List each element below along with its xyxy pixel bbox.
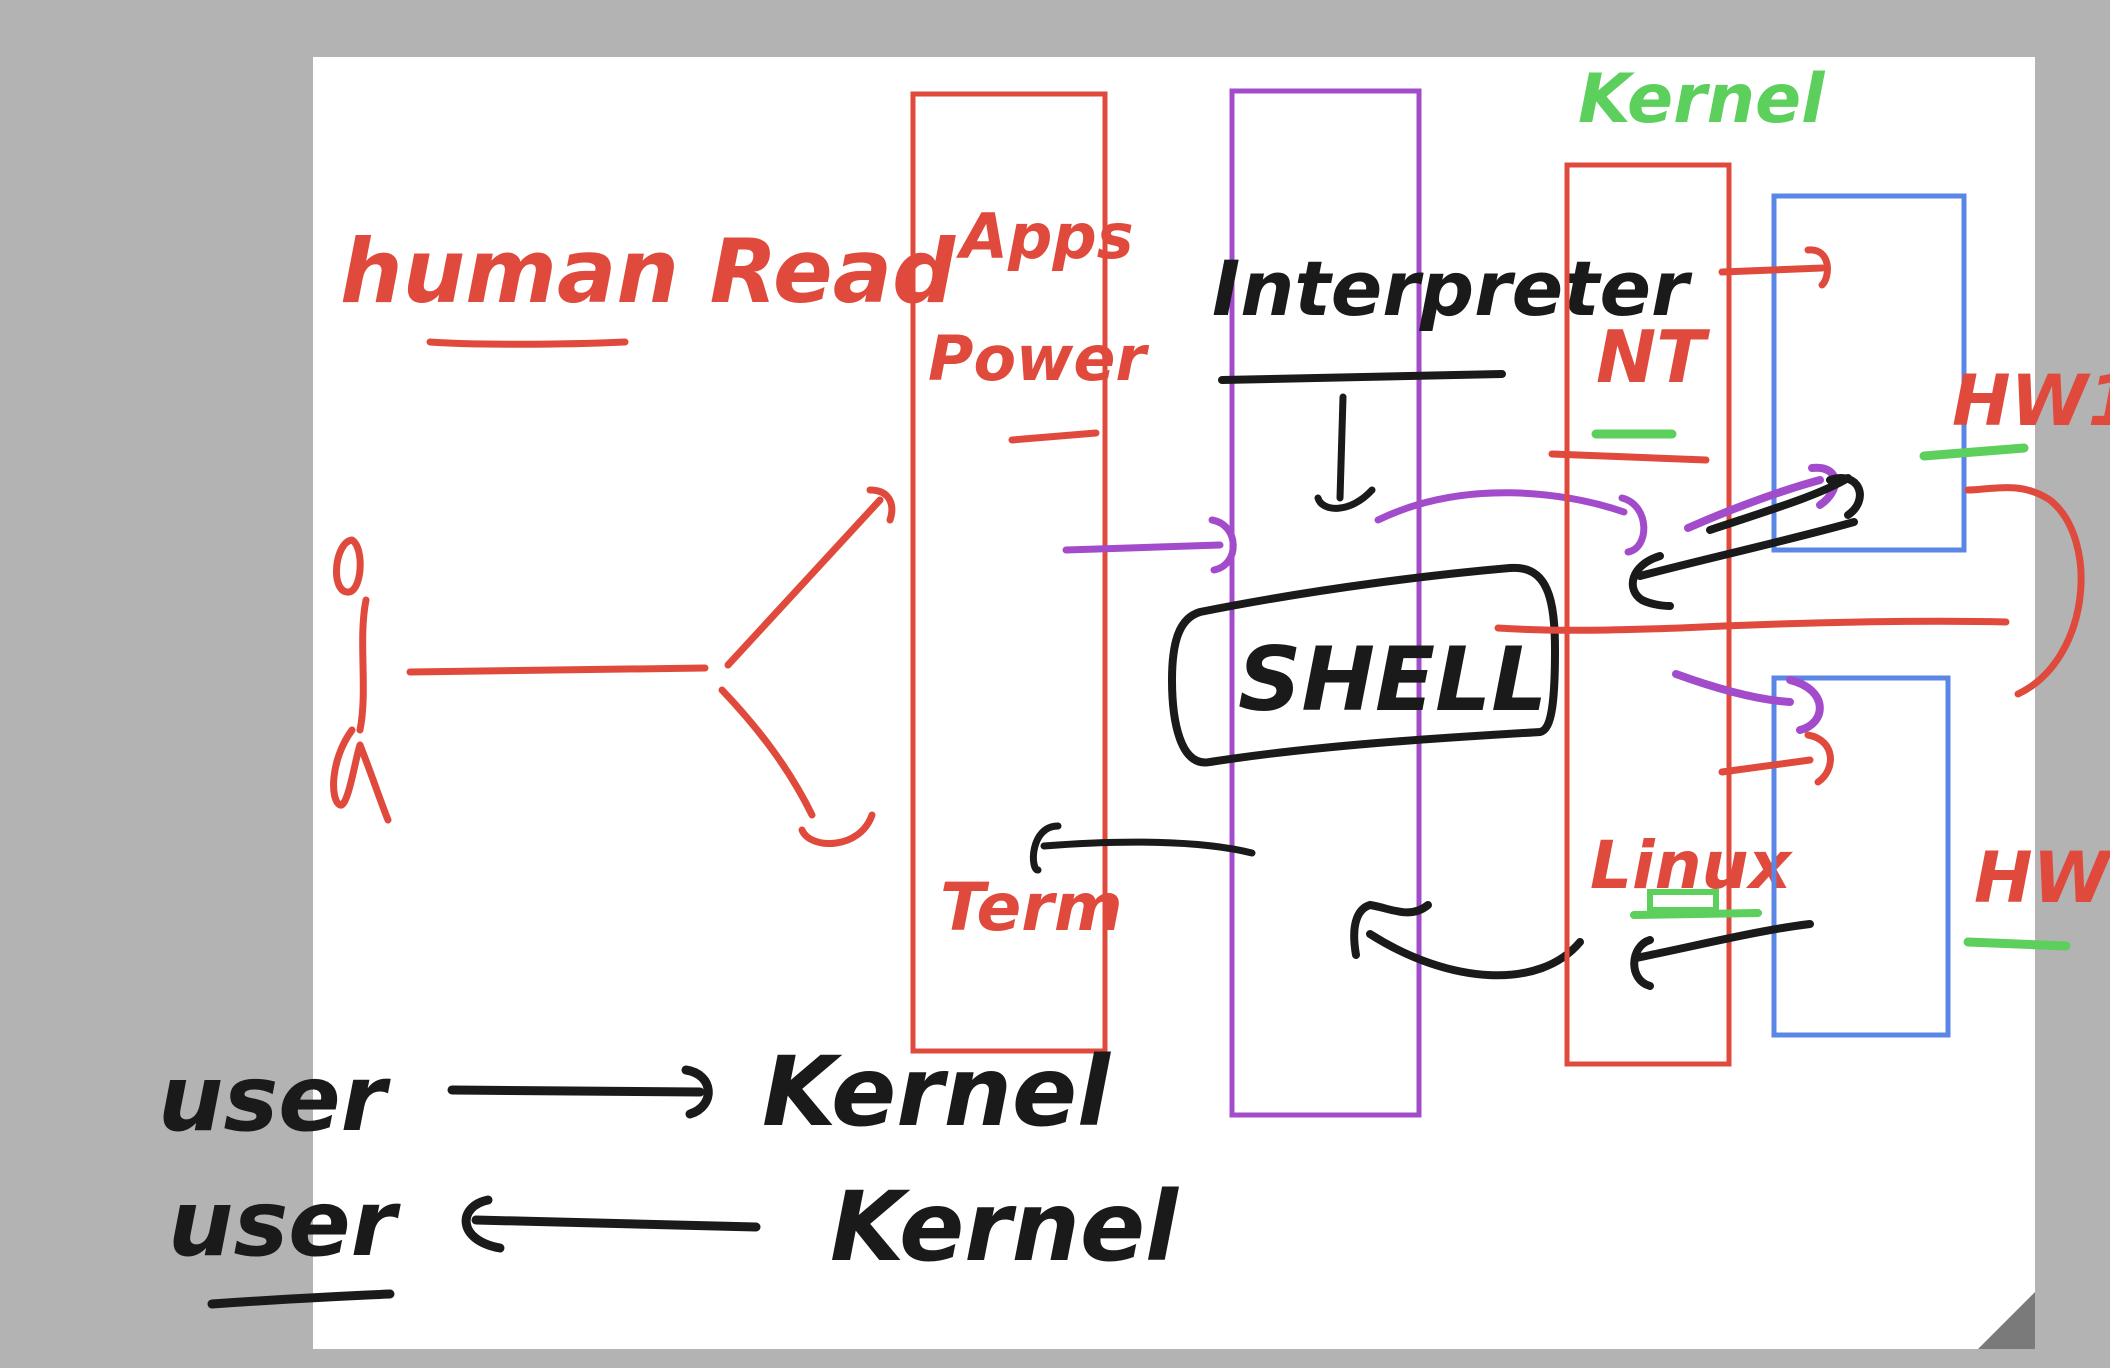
legend-right-arrow	[447, 1065, 713, 1119]
stick-figure	[330, 536, 392, 824]
hw1-to-nt-black-arrow	[1628, 474, 1864, 610]
kernel-to-hw2-purple-arrow	[1672, 670, 1824, 734]
nt-red-underline	[1548, 450, 1710, 464]
shell-to-term-arrow	[1029, 822, 1256, 874]
nt-to-hw1-arrow	[1718, 246, 1831, 289]
apps-column-box	[910, 91, 1108, 1054]
interpreter-label: Interpreter	[1212, 244, 1693, 333]
term-label: Term	[940, 869, 1123, 946]
power-underline	[1008, 429, 1100, 444]
legend-kernel-2: Kernel	[830, 1171, 1179, 1283]
hw1-label: HW1	[1952, 360, 2110, 442]
apps-label: Apps	[955, 200, 1134, 273]
legend-user-1: user	[158, 1045, 392, 1152]
shell-box	[1168, 563, 1559, 767]
kernel-to-shell-arrow	[1350, 900, 1584, 980]
hw1-green-underline	[1919, 443, 2029, 461]
kernel-to-hw2-red-arrow	[1718, 731, 1834, 786]
interpreter-underline	[1218, 370, 1506, 384]
page-curl-corner	[1978, 1292, 2035, 1349]
linux-green-highlight	[1647, 889, 1719, 913]
legend-user-underline	[207, 1289, 395, 1309]
hw1-box	[1771, 193, 1967, 553]
nt-label: NT	[1596, 315, 1710, 399]
kernel-column-box	[1564, 162, 1732, 1067]
shell-label: SHELL	[1238, 628, 1547, 731]
apps-to-shell-connector	[1062, 516, 1237, 574]
shell-to-hw-line	[1494, 617, 2010, 634]
hw2-box	[1771, 675, 1951, 1038]
hw2-label: HW2	[1974, 837, 2110, 919]
human-read-label: human Read	[340, 220, 956, 323]
hw1-hw2-link	[1964, 484, 2085, 698]
legend-user-2: user	[168, 1170, 402, 1277]
shell-to-nt-connector	[1374, 489, 1648, 556]
legend-kernel-1: Kernel	[762, 1036, 1111, 1148]
human-read-underline	[426, 338, 629, 348]
kernel-top-label: Kernel	[1578, 60, 1826, 139]
legend-left-arrow	[461, 1195, 761, 1253]
linux-green-underline	[1630, 909, 1762, 919]
hw2-to-linux-arrow	[1630, 920, 1814, 990]
figure-to-fork-arrow	[406, 486, 896, 847]
power-label: Power	[928, 322, 1149, 395]
interpreter-down-arrow	[1314, 393, 1376, 512]
hw2-green-underline	[1963, 937, 2071, 951]
